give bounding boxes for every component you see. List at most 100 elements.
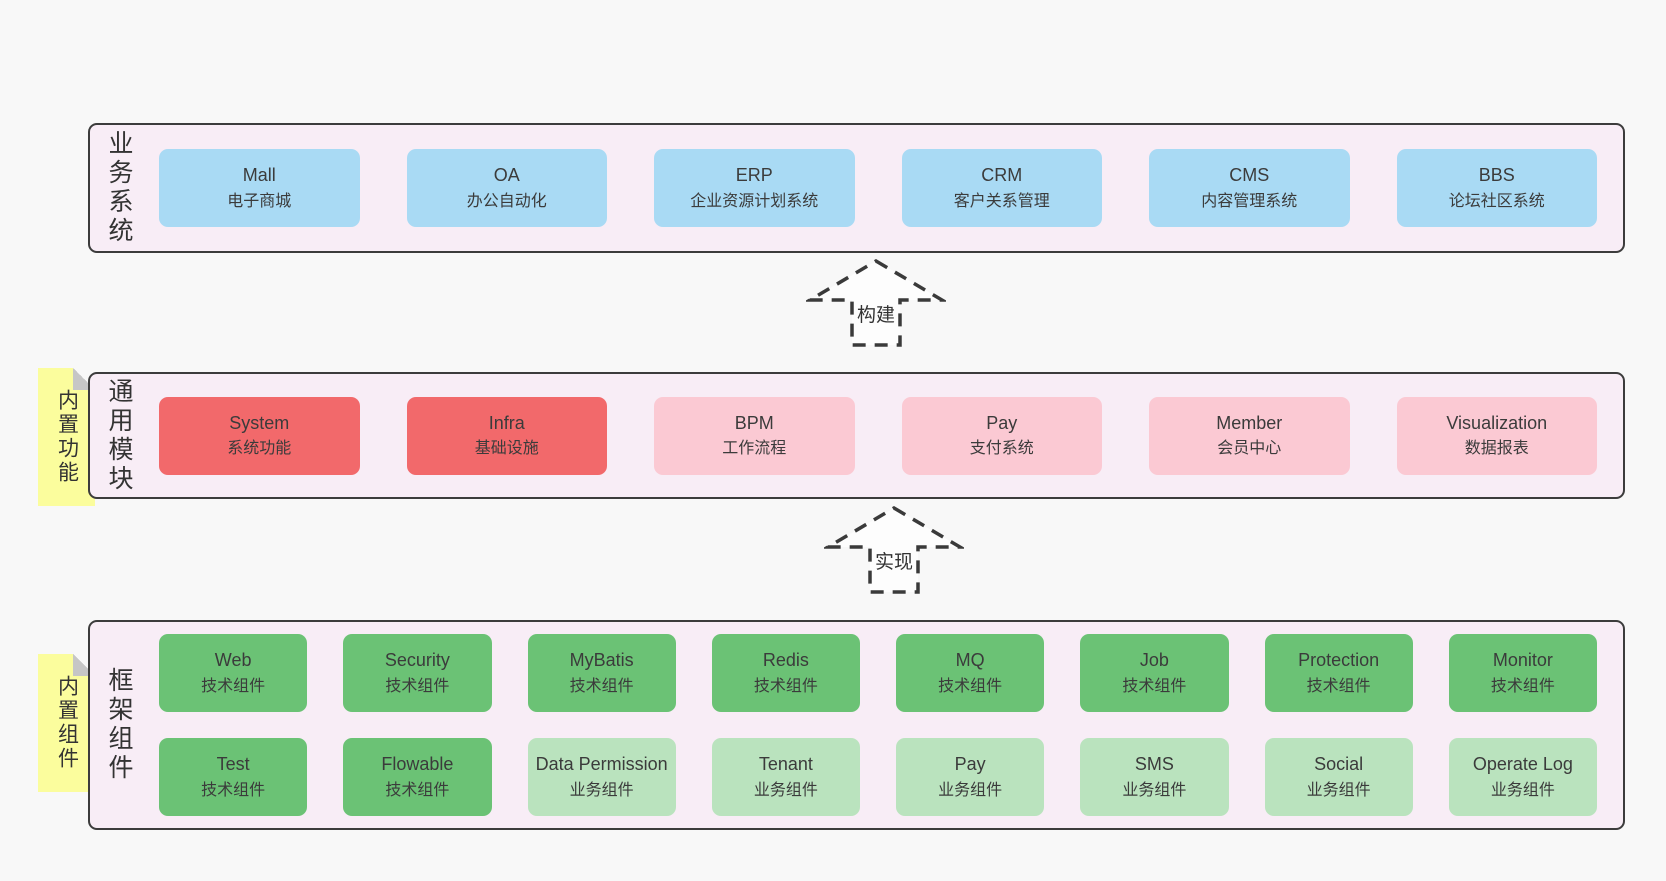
box-subtitle: 技术组件	[1306, 677, 1371, 695]
band-business-systems: 业务系统 Mall 电子商城 OA 办公自动化 ERP 企业资源计划系统 CRM…	[88, 123, 1625, 253]
arrow-build-label: 构建	[806, 300, 946, 327]
box-subtitle: 会员中心	[1217, 440, 1282, 458]
box-subtitle: 基础设施	[474, 440, 539, 458]
box-subtitle: 系统功能	[227, 440, 292, 458]
box-title: Pay	[954, 754, 986, 775]
box-mybatis: MyBatis 技术组件	[527, 634, 676, 712]
box-title: Protection	[1298, 650, 1380, 671]
box-subtitle: 业务组件	[569, 781, 634, 799]
box-cms: CMS 内容管理系统	[1149, 149, 1350, 227]
business-boxes-row: Mall 电子商城 OA 办公自动化 ERP 企业资源计划系统 CRM 客户关系…	[159, 149, 1597, 227]
box-title: System	[229, 412, 290, 433]
box-oa: OA 办公自动化	[406, 149, 607, 227]
box-title: Test	[216, 754, 250, 775]
box-subtitle: 技术组件	[201, 677, 266, 695]
box-subtitle: 支付系统	[969, 440, 1034, 458]
box-protection: Protection 技术组件	[1264, 634, 1413, 712]
box-title: OA	[493, 165, 520, 186]
sticky-note-built-in-features: 内置功能	[38, 368, 95, 506]
box-title: BPM	[734, 412, 774, 433]
box-subtitle: 企业资源计划系统	[690, 192, 819, 210]
box-data-permission: Data Permission 业务组件	[527, 738, 676, 816]
arrow-implement: 实现	[824, 503, 964, 597]
box-title: Tenant	[758, 754, 813, 775]
sticky-note-built-in-components: 内置组件	[38, 654, 95, 792]
band-common-modules: 通用模块 System 系统功能 Infra 基础设施 BPM 工作流程 Pay…	[88, 372, 1625, 499]
box-redis: Redis 技术组件	[711, 634, 860, 712]
box-title: Monitor	[1492, 650, 1553, 671]
box-title: Member	[1216, 412, 1283, 433]
box-subtitle: 业务组件	[1306, 781, 1371, 799]
box-title: CRM	[981, 165, 1023, 186]
box-subtitle: 论坛社区系统	[1448, 192, 1545, 210]
box-title: Data Permission	[535, 754, 668, 775]
modules-boxes-row: System 系统功能 Infra 基础设施 BPM 工作流程 Pay 支付系统…	[159, 396, 1597, 475]
box-mq: MQ 技术组件	[896, 634, 1045, 712]
box-subtitle: 数据报表	[1464, 440, 1529, 458]
arrow-build: 构建	[806, 256, 946, 350]
box-subtitle: 技术组件	[1122, 677, 1187, 695]
box-subtitle: 技术组件	[385, 781, 450, 799]
box-pay-component: Pay 业务组件	[896, 738, 1045, 816]
arrow-implement-label: 实现	[824, 547, 964, 574]
box-member: Member 会员中心	[1149, 396, 1350, 475]
sticky-note-label: 内置组件	[55, 675, 79, 771]
box-subtitle: 工作流程	[722, 440, 787, 458]
box-title: Visualization	[1446, 412, 1548, 433]
box-subtitle: 电子商城	[227, 192, 292, 210]
arrow-build-text: 构建	[854, 305, 897, 326]
box-infra: Infra 基础设施	[406, 396, 607, 475]
box-job: Job 技术组件	[1080, 634, 1229, 712]
sticky-note-label: 内置功能	[55, 389, 79, 485]
box-title: CMS	[1229, 165, 1270, 186]
box-monitor: Monitor 技术组件	[1448, 634, 1597, 712]
box-subtitle: 技术组件	[201, 781, 266, 799]
box-subtitle: 内容管理系统	[1201, 192, 1298, 210]
box-subtitle: 技术组件	[938, 677, 1003, 695]
box-title: ERP	[735, 165, 773, 186]
box-tenant: Tenant 业务组件	[711, 738, 860, 816]
band-label-common-modules: 通用模块	[105, 377, 133, 494]
box-subtitle: 技术组件	[1490, 677, 1555, 695]
box-subtitle: 业务组件	[938, 781, 1003, 799]
band-label-framework-components: 框架组件	[105, 667, 133, 783]
components-boxes-grid: Web 技术组件 Security 技术组件 MyBatis 技术组件 Redi…	[159, 634, 1597, 816]
box-bpm: BPM 工作流程	[654, 396, 855, 475]
box-subtitle: 办公自动化	[466, 192, 547, 210]
box-pay: Pay 支付系统	[901, 396, 1102, 475]
dashed-up-arrow-icon	[806, 258, 946, 347]
box-subtitle: 业务组件	[753, 781, 818, 799]
box-subtitle: 技术组件	[385, 677, 450, 695]
box-subtitle: 业务组件	[1490, 781, 1555, 799]
box-title: MQ	[955, 650, 985, 671]
box-sms: SMS 业务组件	[1080, 738, 1229, 816]
band-framework-components: 框架组件 Web 技术组件 Security 技术组件 MyBatis 技术组件…	[88, 620, 1625, 830]
box-subtitle: 技术组件	[569, 677, 634, 695]
box-security: Security 技术组件	[343, 634, 492, 712]
box-title: BBS	[1478, 165, 1515, 186]
box-web: Web 技术组件	[159, 634, 308, 712]
box-subtitle: 业务组件	[1122, 781, 1187, 799]
box-flowable: Flowable 技术组件	[343, 738, 492, 816]
box-test: Test 技术组件	[159, 738, 308, 816]
box-title: Web	[214, 650, 252, 671]
box-operate-log: Operate Log 业务组件	[1448, 738, 1597, 816]
box-subtitle: 技术组件	[753, 677, 818, 695]
box-social: Social 业务组件	[1264, 738, 1413, 816]
box-title: Infra	[488, 412, 525, 433]
arrow-implement-text: 实现	[872, 552, 915, 573]
box-crm: CRM 客户关系管理	[901, 149, 1102, 227]
box-title: SMS	[1134, 754, 1174, 775]
box-title: Operate Log	[1472, 754, 1573, 775]
box-erp: ERP 企业资源计划系统	[654, 149, 855, 227]
box-title: Pay	[986, 412, 1018, 433]
band-label-business-systems: 业务系统	[105, 130, 133, 246]
box-title: Social	[1314, 754, 1364, 775]
box-title: Flowable	[381, 754, 454, 775]
box-subtitle: 客户关系管理	[953, 192, 1050, 210]
box-visualization: Visualization 数据报表	[1396, 396, 1597, 475]
box-system: System 系统功能	[159, 396, 360, 475]
box-bbs: BBS 论坛社区系统	[1396, 149, 1597, 227]
box-title: Security	[384, 650, 450, 671]
